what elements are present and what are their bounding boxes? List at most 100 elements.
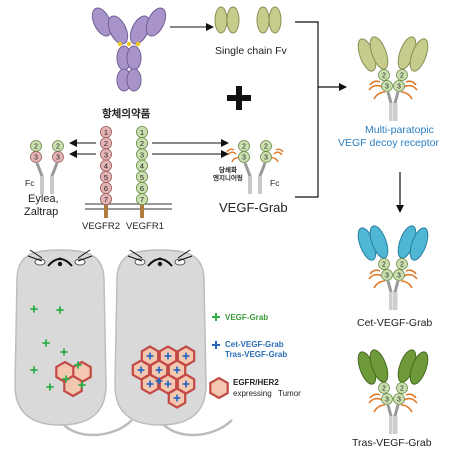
vegf-grab-label: VEGF-Grab [219, 200, 288, 215]
mouse-face [47, 258, 73, 267]
vegf-grab-construct-icon [226, 140, 284, 194]
domain-number: 3 [104, 150, 108, 159]
domain-number: 2 [382, 262, 386, 269]
domain-circle [393, 269, 405, 281]
mouse-body [114, 249, 207, 426]
domain-circle [100, 193, 113, 206]
fc-right-label: Fc [270, 178, 280, 188]
glycan [368, 80, 386, 100]
mouse-left [14, 249, 133, 437]
fc-region [389, 292, 393, 310]
mouse-ear [174, 258, 186, 266]
domain-number: 7 [140, 195, 144, 204]
blue-plus-legend-icon [212, 341, 220, 349]
glycan [368, 269, 386, 289]
domain-number: 2 [400, 386, 404, 393]
domain-number: 2 [382, 73, 386, 80]
domain-number: 2 [140, 139, 144, 148]
combine-bracket [295, 21, 319, 198]
domain-number: 3 [397, 273, 401, 280]
glycan [400, 269, 418, 289]
mouse-body [14, 249, 107, 426]
vegfr1-transmembrane [140, 196, 144, 218]
mouse-face [147, 258, 173, 267]
tumor-cell [63, 374, 83, 398]
domain-circle [378, 258, 390, 270]
fc-region [394, 416, 398, 434]
domain-number: 2 [104, 139, 108, 148]
glyco-label-2: 엔지니어링 [213, 173, 243, 182]
domain-number: 3 [385, 397, 389, 404]
domain-number: 3 [264, 155, 268, 162]
domain-number: 5 [140, 173, 144, 182]
domain-circle [393, 393, 405, 405]
zaltrap-label: Zaltrap [24, 206, 58, 218]
vegfr2-transmembrane [104, 196, 108, 218]
domain-number: 2 [400, 262, 404, 269]
cell-membrane [85, 203, 172, 210]
domain-number: 5 [104, 173, 108, 182]
glycan [400, 393, 418, 413]
fc-region [389, 103, 393, 121]
fc-left-label: Fc [25, 178, 35, 188]
domain-number: 2 [400, 73, 404, 80]
domain-circle [135, 193, 148, 206]
domain-circle [378, 69, 390, 81]
domain-number: 2 [56, 144, 60, 151]
cet-vegf-grab-icon: 2 2 3 3 [357, 225, 429, 310]
eylea-construct-icon [30, 140, 64, 194]
decoy-label-1: Multi-paratopic [365, 124, 434, 136]
tras-label: Tras-VEGF-Grab [352, 437, 432, 449]
igg-antibody-icon [91, 7, 167, 92]
mouse-ear [34, 258, 46, 266]
scfv-arm [409, 227, 429, 261]
domain-circle [381, 393, 393, 405]
decoy-label-2: VEGF decoy receptor [338, 137, 439, 149]
domain-number: 1 [104, 128, 108, 137]
scfv-label: Single chain Fv [215, 45, 288, 57]
domain-number: 6 [140, 184, 144, 193]
domain-number: 4 [140, 162, 144, 171]
scfv-icon [214, 6, 282, 34]
domain-number: 3 [385, 273, 389, 280]
domain-circle [393, 80, 405, 92]
domain-number: 2 [264, 144, 268, 151]
domain-number: 7 [104, 195, 108, 204]
vegfr1-label: VEGFR1 [126, 221, 164, 232]
domain-number: 3 [397, 397, 401, 404]
domain-number: 2 [34, 144, 38, 151]
vegfr2-label: VEGFR2 [82, 221, 120, 232]
glycan [368, 393, 386, 413]
mouse-ear [134, 258, 146, 266]
glyco-label-1: 당쇄화 [219, 165, 237, 174]
tumor-cell [209, 376, 229, 400]
antibody-drug-label: 항체의약품 [102, 107, 151, 120]
legend-cet-line1: Cet-VEGF-Grab [225, 340, 284, 349]
scfv-arm [409, 38, 429, 72]
green-plus-legend-icon [212, 313, 220, 321]
domain-circle [381, 80, 393, 92]
domain-circle [396, 382, 408, 394]
legend-cet-line2: Tras-VEGF-Grab [225, 350, 287, 359]
plus-sign [227, 86, 251, 110]
domain-circle [396, 69, 408, 81]
domain-circle [378, 382, 390, 394]
scfv-arm [369, 36, 389, 70]
fc-region [394, 292, 398, 310]
domain-number: 3 [397, 84, 401, 91]
tumor-hexagon-legend-icon [209, 376, 229, 400]
legend-vegf-grab: VEGF-Grab [225, 313, 268, 322]
scfv-arm [409, 351, 429, 385]
domain-number: 3 [242, 155, 246, 162]
domain-number: 3 [34, 155, 38, 162]
glycan [400, 80, 418, 100]
legend-tumor-line2: expressing [233, 389, 272, 398]
domain-circle [396, 258, 408, 270]
scfv-arm [369, 225, 389, 259]
